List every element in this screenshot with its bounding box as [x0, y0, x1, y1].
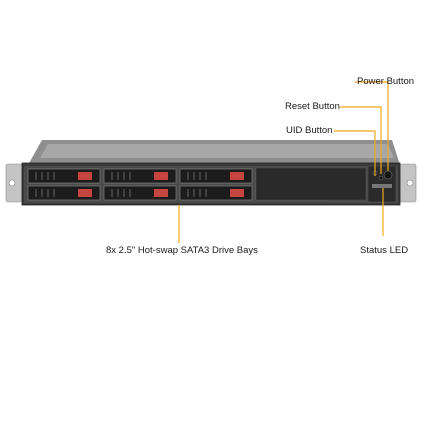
leader-uid-button — [334, 130, 376, 176]
drive-latch — [154, 172, 168, 180]
chassis-top-highlight — [40, 144, 394, 158]
leader-reset-button — [340, 106, 382, 174]
reset-button-label: Reset Button — [285, 101, 340, 112]
status-led-label: Status LED — [360, 245, 409, 256]
drive-bay — [27, 185, 101, 201]
leader-lines — [178, 81, 389, 243]
drive-latch — [230, 172, 244, 180]
front-vent-panel — [255, 167, 367, 201]
drive-bay — [103, 168, 177, 184]
status-led-strip — [372, 184, 392, 188]
power-button-graphic — [383, 170, 393, 180]
drive-bay — [179, 168, 253, 184]
rack-ear-right-hole — [406, 179, 414, 187]
drive-latch — [230, 189, 244, 197]
uid-button-label: UID Button — [286, 125, 333, 136]
rack-ear-left-hole — [8, 179, 16, 187]
leader-power-button — [355, 81, 389, 171]
drive-bay — [103, 185, 177, 201]
drive-latch — [154, 189, 168, 197]
drive-latch — [78, 189, 92, 197]
uid-button-graphic — [378, 175, 384, 181]
drive-latch — [78, 172, 92, 180]
drive-bay — [27, 168, 101, 184]
power-button-label: Power Button — [357, 76, 415, 87]
drive-bay — [179, 185, 253, 201]
drive-bays-label: 8x 2.5" Hot-swap SATA3 Drive Bays — [106, 245, 258, 256]
